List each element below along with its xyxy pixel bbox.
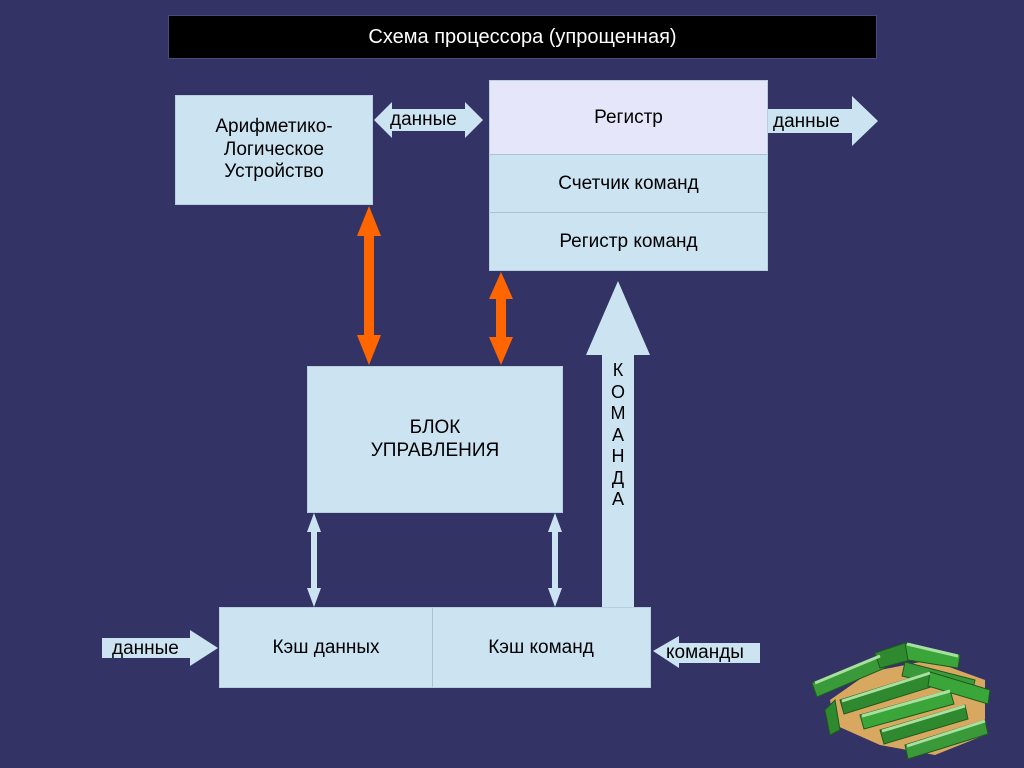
register-block: Регистр [490, 81, 767, 155]
data-in-arrow [102, 630, 218, 666]
instruction-register-block: Регистр команд [559, 230, 698, 252]
register-output-data-label: данные [773, 111, 840, 132]
register-cu-orange-arrow [489, 272, 513, 365]
instruction-cache-block: Кэш команд [488, 636, 594, 658]
alu-label-line1: Арифметико- [215, 115, 333, 137]
register-group: Регистр Счетчик команд Регистр команд [489, 80, 768, 271]
command-letter: Н [611, 446, 625, 466]
command-letter: А [611, 489, 624, 509]
register-output-data-arrow [768, 96, 878, 146]
alu-label-line2: Логическое [223, 138, 325, 160]
alu-register-data-arrow [374, 102, 483, 138]
cu-instruction-cache-arrow [548, 513, 562, 607]
alu-cu-orange-arrow [357, 206, 381, 365]
commands-in-arrow [653, 636, 760, 668]
command-letter: М [610, 403, 626, 423]
data-cache-block: Кэш данных [220, 608, 433, 687]
program-counter-block: Счетчик команд [490, 155, 767, 213]
command-vertical-label: К О М А Н Д А [603, 360, 633, 511]
command-up-arrow [586, 281, 650, 607]
maze-clipart-icon [811, 642, 991, 760]
command-letter: Д [611, 467, 625, 488]
control-unit-block: БЛОК УПРАВЛЕНИЯ [307, 366, 563, 513]
data-in-label: данные [112, 638, 179, 659]
commands-in-label: команды [666, 642, 744, 663]
control-unit-label-line2: УПРАВЛЕНИЯ [370, 439, 500, 461]
command-letter: К [612, 360, 624, 380]
command-letter: О [610, 381, 625, 402]
alu-label-line3: Устройство [224, 161, 324, 183]
alu-register-data-label: данные [390, 109, 457, 130]
slide-title: Схема процессора (упрощенная) [168, 15, 877, 59]
command-letter: А [611, 424, 624, 445]
control-unit-label-line1: БЛОК [409, 416, 461, 438]
cu-data-cache-arrow [307, 513, 321, 607]
alu-block: Арифметико- Логическое Устройство [175, 95, 373, 205]
cache-block: Кэш данных Кэш команд [219, 607, 651, 688]
